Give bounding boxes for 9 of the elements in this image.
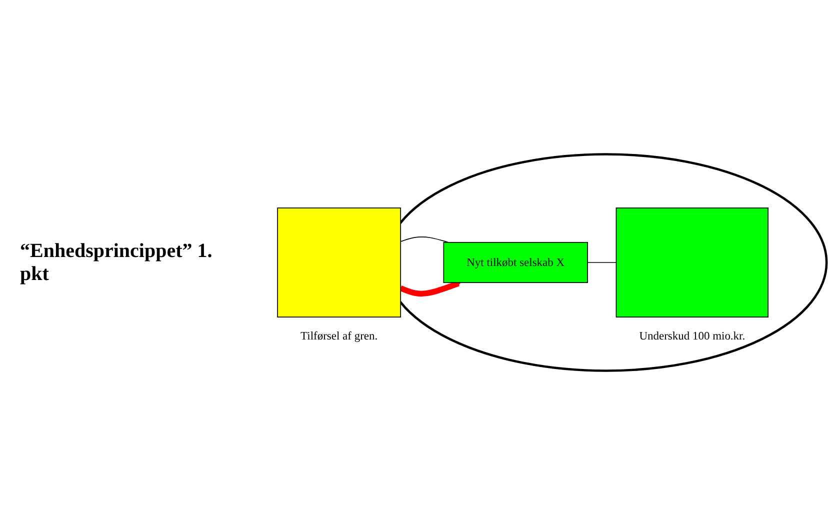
note-text: “Enhedsprincippet” 1. pkt [20, 240, 214, 286]
node-label: Tilførsel af gren. [300, 330, 378, 342]
node-box: Nyt tilkøbt selskab X [443, 242, 588, 284]
arrow [399, 280, 461, 297]
node-box [277, 208, 402, 318]
connector [587, 262, 617, 263]
node-label: Underskud 100 mio.kr. [639, 330, 746, 342]
connector [400, 236, 449, 243]
node-box [616, 208, 768, 318]
